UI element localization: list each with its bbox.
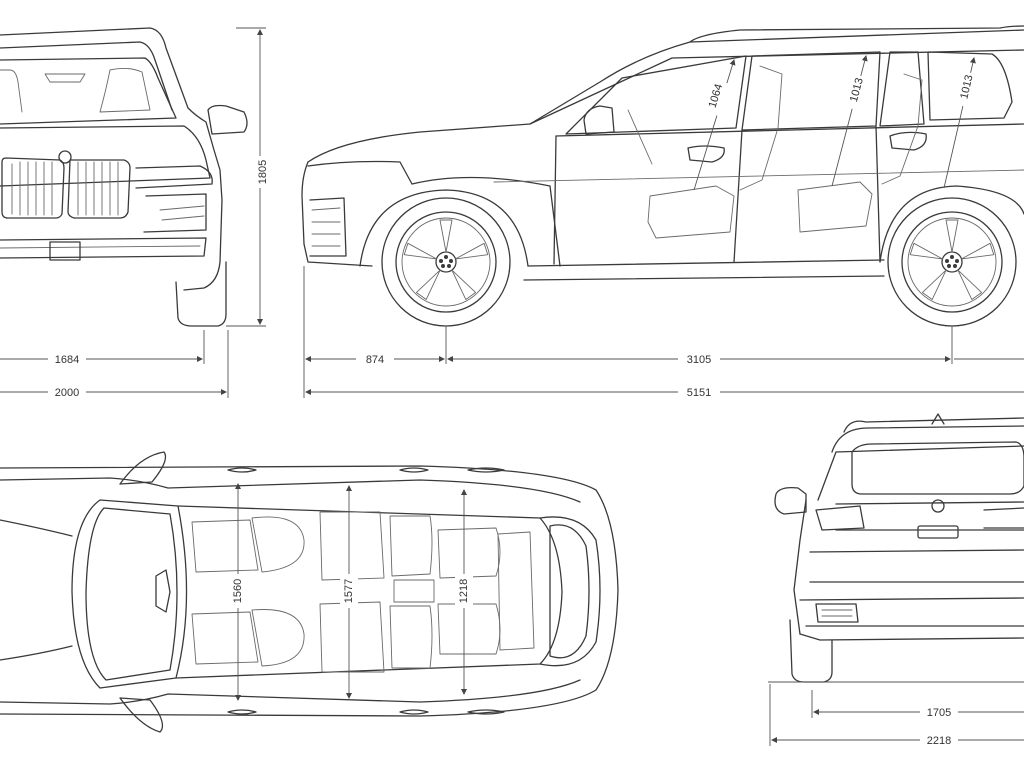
front-view: 1805 1684 2000: [0, 27, 269, 400]
front-track-dimension: 1684: [55, 354, 79, 366]
shoulder-second-row-dimension: 1577: [343, 579, 355, 603]
front-overhang-dimension: 874: [366, 354, 384, 366]
headroom-third-row-dimension: 1013: [958, 74, 975, 101]
overall-width-dimension: 2000: [55, 387, 79, 399]
side-view: 1064 1013 1013 874 3105 5151: [301, 25, 1024, 400]
height-dimension: 1805: [257, 160, 269, 184]
shoulder-third-row-dimension: 1218: [458, 579, 470, 603]
rear-view: 1705 2218: [768, 413, 1024, 748]
wheelbase-dimension: 3105: [687, 354, 711, 366]
shoulder-front-dimension: 1560: [232, 579, 244, 603]
top-view: 1560 1577 1218: [0, 451, 619, 733]
rear-width-dimension: 2218: [927, 735, 951, 747]
rear-track-dimension: 1705: [927, 707, 951, 719]
overall-length-dimension: 5151: [687, 387, 711, 399]
